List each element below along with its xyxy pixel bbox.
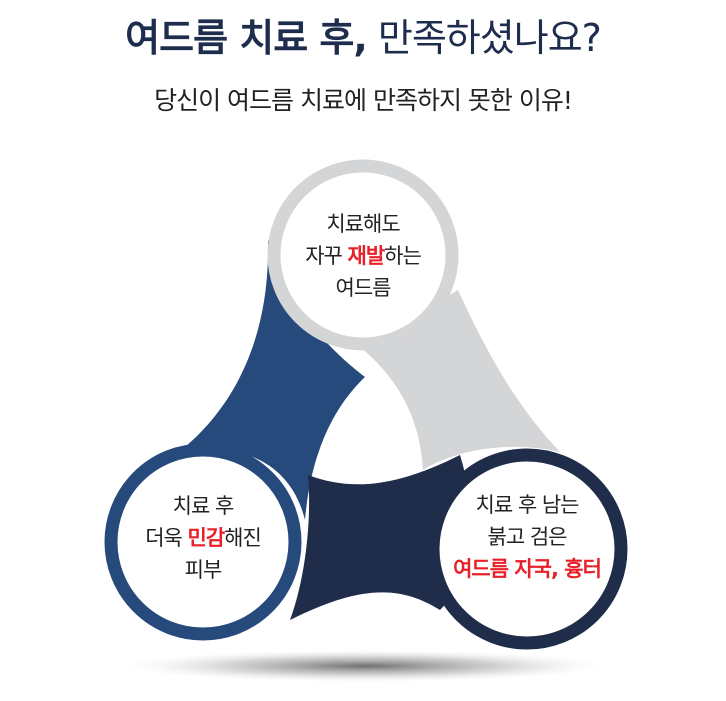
- label-line: 치료해도: [326, 212, 400, 236]
- circle-right-ring: [426, 448, 628, 650]
- label-line: 피부: [184, 558, 223, 582]
- navy-ribbon: [290, 455, 471, 620]
- highlight-sensitive: 민감: [187, 526, 226, 550]
- circle-left-label: 치료 후 더욱 민감해진 피부: [118, 490, 288, 586]
- floor-shadow: [125, 650, 605, 682]
- label-line: 붉고 검은: [487, 525, 568, 549]
- circle-right-label: 치료 후 남는 붉고 검은 여드름 자국, 흉터: [437, 489, 617, 585]
- label-line: 치료 후 남는: [475, 493, 580, 517]
- label-line: 여드름 자국, 흉터: [437, 553, 617, 585]
- circle-top-label: 치료해도 자꾸 재발하는 여드름: [283, 208, 443, 304]
- label-line: 더욱 민감해진: [145, 526, 262, 550]
- label-line: 자꾸 재발하는: [305, 244, 422, 268]
- highlight-scars: 여드름 자국, 흉터: [453, 557, 602, 581]
- page-subtitle: 당신이 여드름 치료에 만족하지 못한 이유!: [154, 86, 573, 115]
- circle-top-ring: [267, 159, 459, 351]
- label-line: 치료 후: [172, 494, 235, 518]
- highlight-recurrence: 재발: [347, 244, 386, 268]
- title-light: 만족하셨나요?: [366, 16, 602, 60]
- page-title: 여드름 치료 후, 만족하셨나요?: [0, 14, 726, 62]
- label-line: 여드름: [335, 276, 392, 300]
- title-bold: 여드름 치료 후,: [125, 16, 368, 60]
- circle-left-ring: [104, 443, 302, 641]
